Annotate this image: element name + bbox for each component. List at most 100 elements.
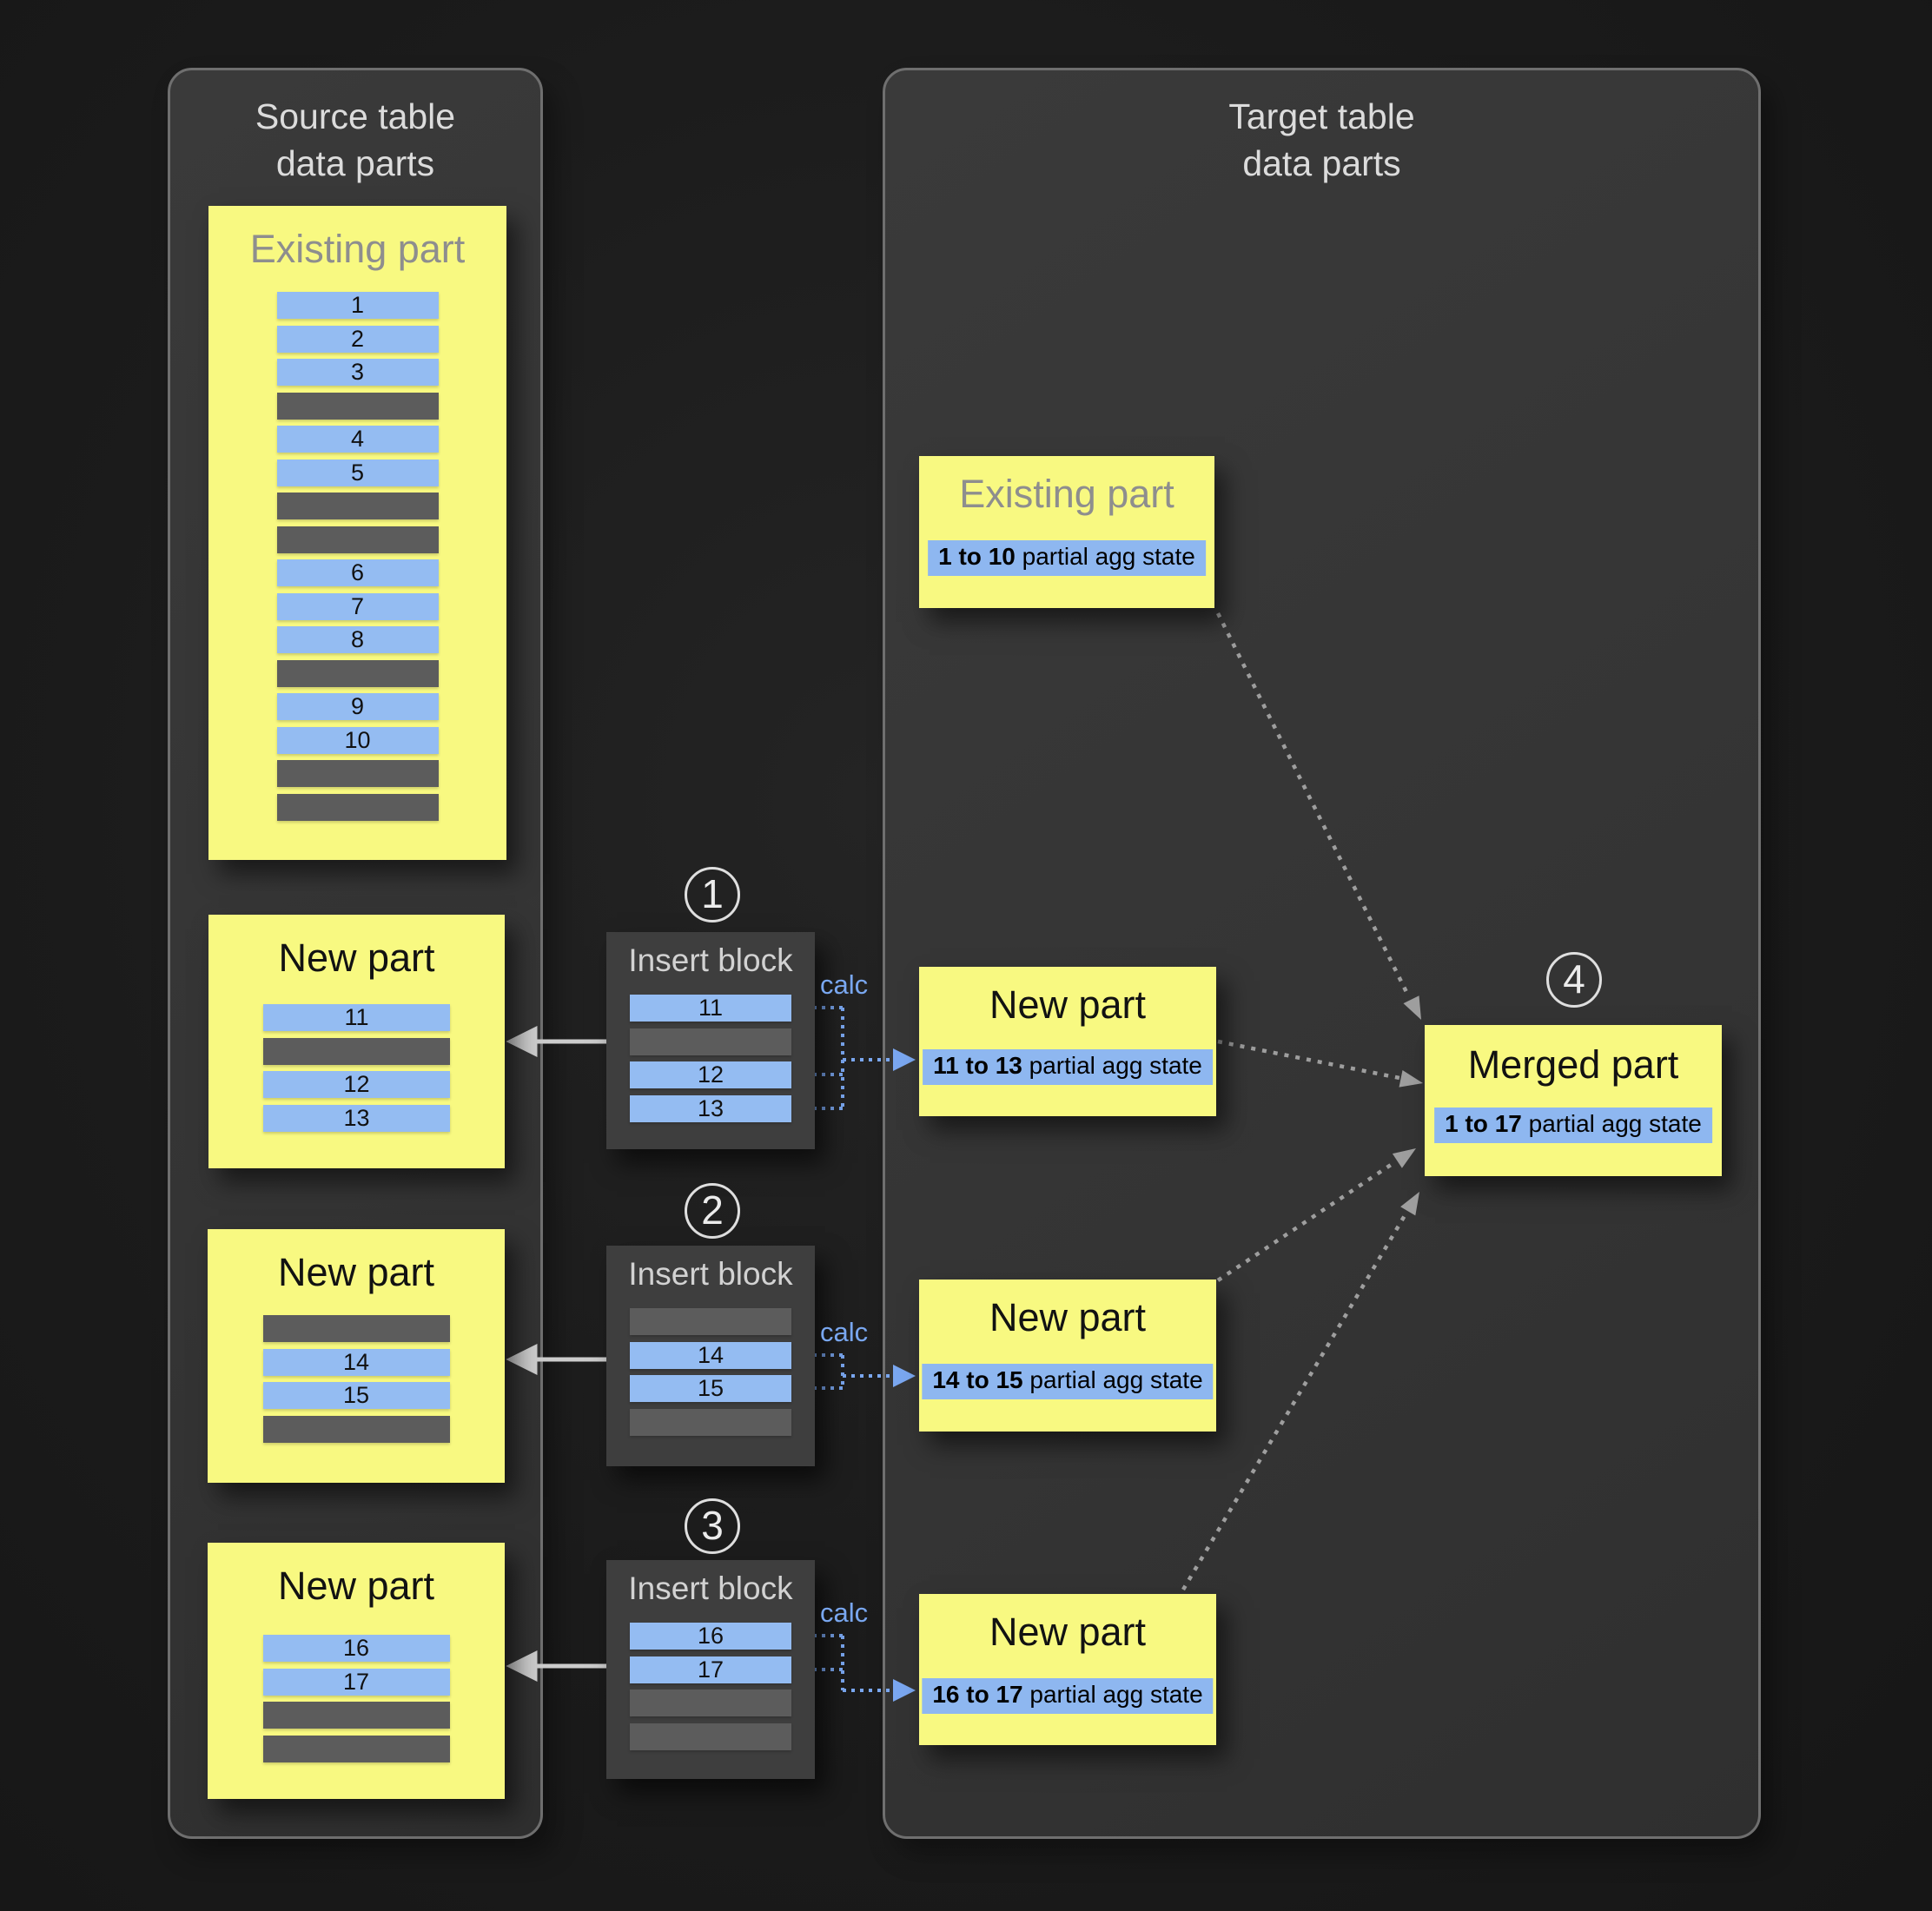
agg-state-label: partial agg state bbox=[1528, 1110, 1702, 1137]
agg-range: 1 to 10 bbox=[938, 543, 1016, 570]
insert-block-1-title: Insert block bbox=[628, 942, 793, 978]
merged-part-title: Merged part bbox=[1467, 1042, 1679, 1087]
target-panel-title-line1: Target table bbox=[1228, 96, 1415, 136]
target-existing-agg-state: 1 to 10 partial agg state bbox=[928, 540, 1206, 576]
data-row: 8 bbox=[276, 626, 439, 653]
data-row bbox=[262, 1735, 450, 1762]
source-new-part-2-title: New part bbox=[277, 1250, 435, 1294]
target-new-part-1-agg-state: 11 to 13 partial agg state bbox=[923, 1049, 1213, 1085]
data-row bbox=[276, 760, 439, 787]
data-row: 4 bbox=[276, 426, 439, 453]
data-row: 12 bbox=[263, 1071, 450, 1098]
target-existing-part-title: Existing part bbox=[959, 472, 1174, 516]
target-panel-title-line2: data parts bbox=[1242, 143, 1401, 184]
data-row: 16 bbox=[262, 1635, 450, 1662]
step-3-badge: 3 bbox=[685, 1498, 740, 1554]
data-row bbox=[262, 1315, 450, 1342]
source-panel-title-line1: Source table bbox=[255, 96, 456, 136]
step-4-badge: 4 bbox=[1546, 952, 1602, 1008]
source-new-part-1-title: New part bbox=[278, 936, 435, 980]
data-row bbox=[276, 659, 439, 687]
data-row: 7 bbox=[276, 592, 439, 620]
data-row bbox=[630, 1308, 791, 1335]
target-new-part-1: New part 11 to 13 partial agg state bbox=[919, 967, 1216, 1116]
data-row bbox=[276, 793, 439, 821]
target-existing-part: Existing part 1 to 10 partial agg state bbox=[919, 456, 1214, 608]
step-1-badge: 1 bbox=[685, 867, 740, 922]
source-existing-part-title: Existing part bbox=[249, 227, 466, 271]
data-row: 15 bbox=[262, 1382, 450, 1409]
data-row: 11 bbox=[630, 995, 791, 1022]
agg-state-label: partial agg state bbox=[1022, 543, 1195, 570]
agg-range: 16 to 17 bbox=[932, 1681, 1023, 1708]
target-new-part-1-title: New part bbox=[989, 982, 1147, 1027]
data-row bbox=[262, 1702, 450, 1729]
data-row bbox=[276, 526, 439, 553]
data-row bbox=[276, 493, 439, 519]
data-row: 14 bbox=[630, 1341, 791, 1369]
source-new-part-3-title: New part bbox=[277, 1564, 435, 1608]
data-row: 13 bbox=[263, 1104, 450, 1132]
data-row: 12 bbox=[630, 1061, 791, 1088]
source-panel-title: Source table data parts bbox=[170, 70, 540, 187]
data-row: 16 bbox=[630, 1623, 791, 1650]
source-existing-part: Existing part 1 2 3 4 5 6 7 8 9 10 bbox=[208, 206, 506, 860]
data-row: 5 bbox=[276, 459, 439, 486]
target-new-part-2-agg-state: 14 to 15 partial agg state bbox=[922, 1364, 1214, 1399]
insert-block-1-rows: 11 12 13 bbox=[606, 995, 815, 1128]
agg-range: 14 to 15 bbox=[932, 1366, 1023, 1393]
calc-label-3: calc bbox=[820, 1597, 869, 1628]
agg-state-label: partial agg state bbox=[1029, 1366, 1203, 1393]
target-new-part-3-title: New part bbox=[989, 1610, 1147, 1654]
calc-label-2: calc bbox=[820, 1317, 869, 1347]
merged-part-agg-state: 1 to 17 partial agg state bbox=[1434, 1108, 1712, 1143]
source-existing-part-rows: 1 2 3 4 5 6 7 8 9 10 bbox=[208, 292, 506, 827]
target-table-panel: Target table data parts bbox=[883, 68, 1761, 1839]
target-new-part-3: New part 16 to 17 partial agg state bbox=[919, 1594, 1216, 1745]
insert-block-2-title: Insert block bbox=[628, 1256, 793, 1292]
merged-part: Merged part 1 to 17 partial agg state bbox=[1425, 1025, 1722, 1176]
data-row: 9 bbox=[276, 693, 439, 720]
agg-state-label: partial agg state bbox=[1029, 1052, 1202, 1079]
data-row: 13 bbox=[630, 1094, 791, 1122]
data-row: 6 bbox=[276, 559, 439, 586]
data-row: 17 bbox=[630, 1656, 791, 1683]
target-new-part-3-agg-state: 16 to 17 partial agg state bbox=[922, 1678, 1214, 1714]
source-new-part-1: New part 11 12 13 bbox=[208, 915, 505, 1168]
data-row: 3 bbox=[276, 359, 439, 386]
target-panel-title: Target table data parts bbox=[885, 70, 1758, 187]
agg-range: 11 to 13 bbox=[933, 1052, 1022, 1079]
data-row: 11 bbox=[263, 1004, 450, 1031]
agg-range: 1 to 17 bbox=[1445, 1110, 1522, 1137]
data-row bbox=[630, 1408, 791, 1436]
calc-label-1: calc bbox=[820, 969, 869, 1000]
insert-block-2: Insert block 14 15 bbox=[606, 1246, 815, 1466]
target-new-part-2: New part 14 to 15 partial agg state bbox=[919, 1280, 1216, 1432]
agg-state-label: partial agg state bbox=[1029, 1681, 1203, 1708]
data-row bbox=[630, 1028, 791, 1055]
data-row: 1 bbox=[276, 292, 439, 319]
data-row bbox=[262, 1415, 450, 1443]
data-row: 15 bbox=[630, 1375, 791, 1402]
source-panel-title-line2: data parts bbox=[275, 143, 435, 184]
data-row: 2 bbox=[276, 325, 439, 353]
data-row bbox=[276, 392, 439, 420]
data-row bbox=[263, 1037, 450, 1065]
target-new-part-2-title: New part bbox=[989, 1295, 1147, 1339]
data-row: 14 bbox=[262, 1348, 450, 1376]
data-row bbox=[630, 1689, 791, 1716]
step-2-badge: 2 bbox=[685, 1183, 740, 1239]
data-row: 17 bbox=[262, 1668, 450, 1696]
data-row: 10 bbox=[276, 726, 439, 754]
source-new-part-1-rows: 11 12 13 bbox=[208, 1004, 505, 1138]
data-row bbox=[630, 1723, 791, 1750]
insert-block-3-title: Insert block bbox=[628, 1570, 793, 1606]
insert-block-1: Insert block 11 12 13 bbox=[606, 932, 815, 1149]
